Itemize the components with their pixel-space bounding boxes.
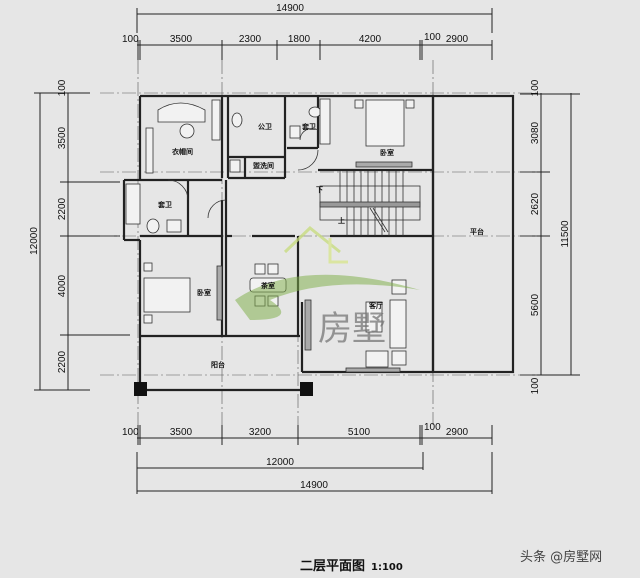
dim-right-1: 3080 <box>530 121 541 144</box>
room-terrace: 平台 <box>470 227 484 236</box>
dim-bottom-5: 2900 <box>446 427 469 438</box>
dim-left-1: 3500 <box>57 126 68 149</box>
dim-top-4: 4200 <box>359 34 382 45</box>
dim-top-6: 2900 <box>446 34 469 45</box>
dim-right-4: 100 <box>530 377 541 394</box>
dim-top-total: 14900 <box>276 3 304 14</box>
dim-bottom-total: 14900 <box>300 480 328 491</box>
source-watermark: 头条 @房墅网 <box>520 550 603 565</box>
room-public-bath: 公卫 <box>258 123 272 131</box>
room-balcony: 阳台 <box>211 360 225 369</box>
dim-right-2: 2620 <box>530 192 541 215</box>
dim-top-0: 100 <box>122 34 139 45</box>
room-walkin-closet: 衣帽间 <box>172 147 193 156</box>
dim-left-0: 100 <box>57 79 68 96</box>
dim-left-2: 2200 <box>57 197 68 220</box>
dim-bottom-4: 100 <box>424 422 441 433</box>
dim-top-3: 1800 <box>288 34 311 45</box>
svg-text:房墅: 房墅 <box>318 309 386 349</box>
dim-left-4: 2200 <box>57 350 68 373</box>
room-tea-room: 茶室 <box>260 281 275 290</box>
room-bedroom-top: 卧室 <box>380 148 394 157</box>
room-ensuite-bath-top: 套卫 <box>302 122 316 131</box>
dim-bottom-3: 5100 <box>348 427 371 438</box>
dim-bottom-1: 3500 <box>170 427 193 438</box>
dim-bottom-2: 3200 <box>249 427 272 438</box>
room-bedroom-left: 卧室 <box>197 288 211 297</box>
room-washroom: 盥洗间 <box>253 161 274 170</box>
dim-top-1: 3500 <box>170 34 193 45</box>
room-ensuite-bath-left: 套卫 <box>158 200 172 209</box>
stair-down-label: 下 <box>316 186 323 194</box>
stair-up-label: 上 <box>338 216 345 225</box>
dim-right-total: 11500 <box>560 220 571 248</box>
drawing-scale: 1:100 <box>371 562 403 573</box>
logo-watermark: 房墅 <box>235 226 420 349</box>
dim-right-0: 100 <box>530 79 541 96</box>
dim-right-3: 5600 <box>530 293 541 316</box>
drawing-title-text: 二层平面图 <box>300 559 366 574</box>
dim-left-3: 4000 <box>57 274 68 297</box>
dim-bottom-subtotal: 12000 <box>266 457 294 468</box>
dim-top-2: 2300 <box>239 34 262 45</box>
dim-left-total: 12000 <box>29 227 40 255</box>
dim-top-5: 100 <box>424 32 441 43</box>
drawing-title: 二层平面图 1:100 <box>300 555 403 574</box>
dim-bottom-0: 100 <box>122 427 139 438</box>
room-living-room: 客厅 <box>368 301 383 310</box>
